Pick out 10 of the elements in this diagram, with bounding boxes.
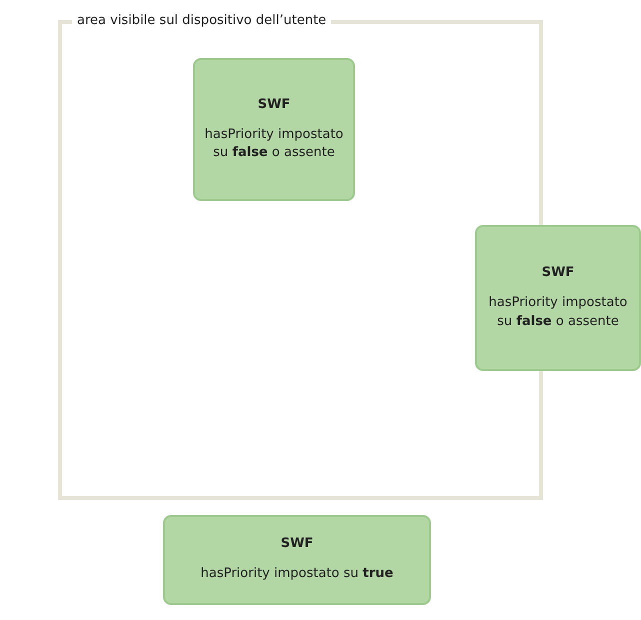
card-heading: SWF [542,265,574,280]
swf-card [163,515,431,605]
swf-card [193,58,355,201]
frame-title: area visibile sul dispositivo dell’utente [72,13,332,28]
card-description: hasPriority impostato su false o assente [488,294,628,330]
card-description: hasPriority impostato su false o assente [204,126,344,162]
card-description: hasPriority impostato su true [200,565,394,584]
swf-card [475,225,641,371]
card-heading: SWF [280,536,314,552]
card-heading: SWF [258,96,290,112]
